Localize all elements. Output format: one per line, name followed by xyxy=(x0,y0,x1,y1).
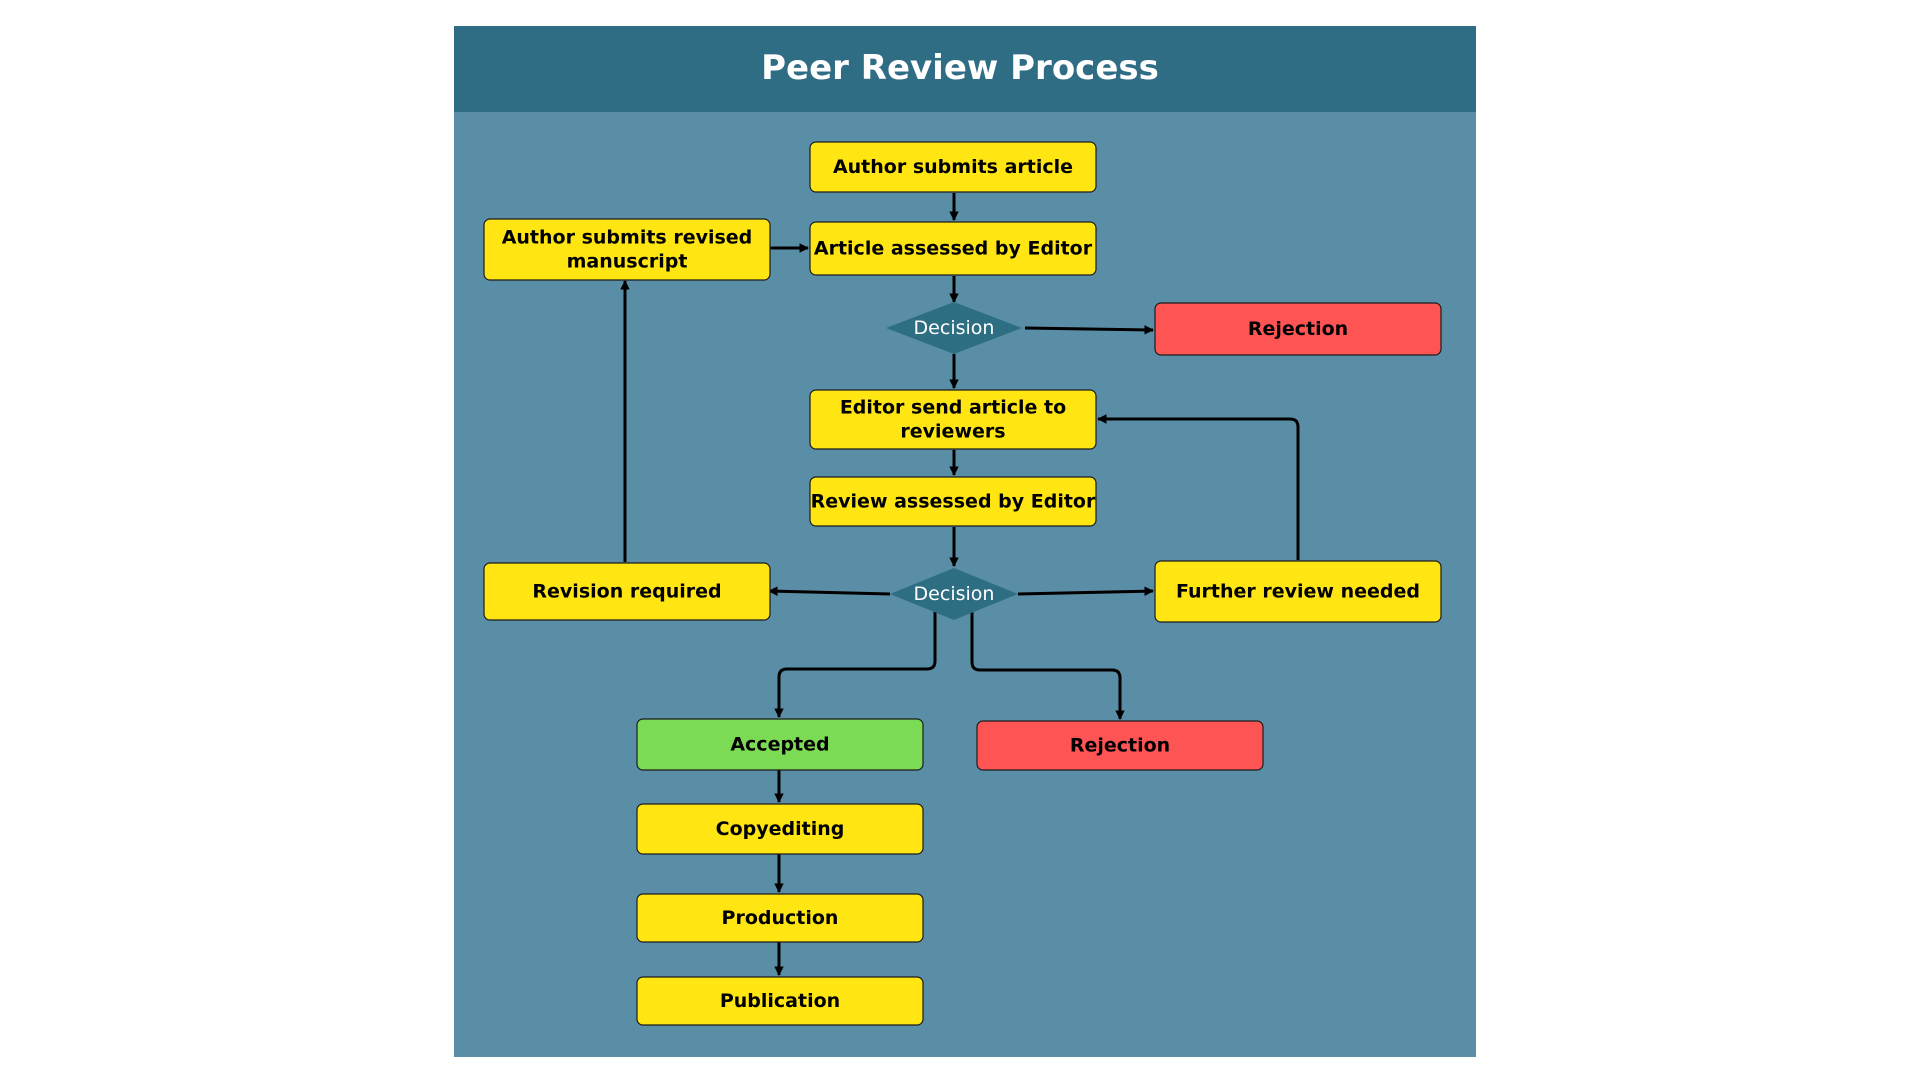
rejection-2-label: Rejection xyxy=(1070,735,1170,757)
copyediting-label: Copyediting xyxy=(716,818,845,840)
rejection-2-shape xyxy=(976,720,1264,771)
arrow-decision-2-to-further-review xyxy=(1017,586,1154,596)
author-submits-label: Author submits article xyxy=(833,156,1073,178)
revision-required-label: Revision required xyxy=(532,581,721,603)
decision-1-label: Decision xyxy=(914,317,995,339)
arrow-decision-2-to-rejection-2 xyxy=(970,612,1125,720)
node-rejection-2: Rejection xyxy=(976,720,1264,771)
arrow-decision-1-to-rejection xyxy=(1024,325,1154,335)
publication-shape xyxy=(636,976,924,1026)
node-assessed-by-editor: Article assessed by Editor xyxy=(809,221,1097,276)
further-review-label: Further review needed xyxy=(1176,581,1420,603)
send-to-reviewers-label: reviewers xyxy=(900,421,1005,443)
decision-2-shape xyxy=(890,568,1018,620)
send-to-reviewers-shape xyxy=(809,389,1097,450)
assessed-by-editor-shape xyxy=(809,221,1097,276)
arrow-decision-2-to-accepted xyxy=(774,612,937,718)
node-decision-1: Decision xyxy=(886,302,1022,354)
node-rejection-1: Rejection xyxy=(1154,302,1442,356)
node-review-assessed: Review assessed by Editor xyxy=(809,476,1097,527)
revised-manuscript-shape xyxy=(483,218,771,281)
send-to-reviewers-label: Editor send article to xyxy=(840,397,1066,419)
review-assessed-shape xyxy=(809,476,1097,527)
decision-1-shape xyxy=(886,302,1022,354)
copyediting-shape xyxy=(636,803,924,855)
node-publication: Publication xyxy=(636,976,924,1026)
publication-label: Publication xyxy=(720,990,840,1012)
rejection-1-label: Rejection xyxy=(1248,318,1348,340)
node-revision-required: Revision required xyxy=(483,562,771,621)
connectors xyxy=(620,193,1300,976)
arrow-further-review-to-reviewers xyxy=(1097,414,1300,560)
diagram-title: Peer Review Process xyxy=(761,48,1159,88)
accepted-label: Accepted xyxy=(730,734,829,756)
node-production: Production xyxy=(636,893,924,943)
further-review-shape xyxy=(1154,560,1442,623)
revised-manuscript-label: manuscript xyxy=(567,251,688,273)
revised-manuscript-label: Author submits revised xyxy=(502,227,753,249)
diagram-header xyxy=(454,26,1476,112)
decision-2-label: Decision xyxy=(914,583,995,605)
author-submits-shape xyxy=(809,141,1097,193)
assessed-by-editor-label: Article assessed by Editor xyxy=(814,238,1093,260)
node-accepted: Accepted xyxy=(636,718,924,771)
revision-required-shape xyxy=(483,562,771,621)
accepted-shape xyxy=(636,718,924,771)
rejection-1-shape xyxy=(1154,302,1442,356)
node-decision-2: Decision xyxy=(890,568,1018,620)
arrow-decision-2-to-revision xyxy=(768,586,891,597)
review-assessed-label: Review assessed by Editor xyxy=(811,491,1096,513)
node-author-submits: Author submits article xyxy=(809,141,1097,193)
production-shape xyxy=(636,893,924,943)
node-further-review: Further review needed xyxy=(1154,560,1442,623)
node-copyediting: Copyediting xyxy=(636,803,924,855)
production-label: Production xyxy=(722,907,839,929)
